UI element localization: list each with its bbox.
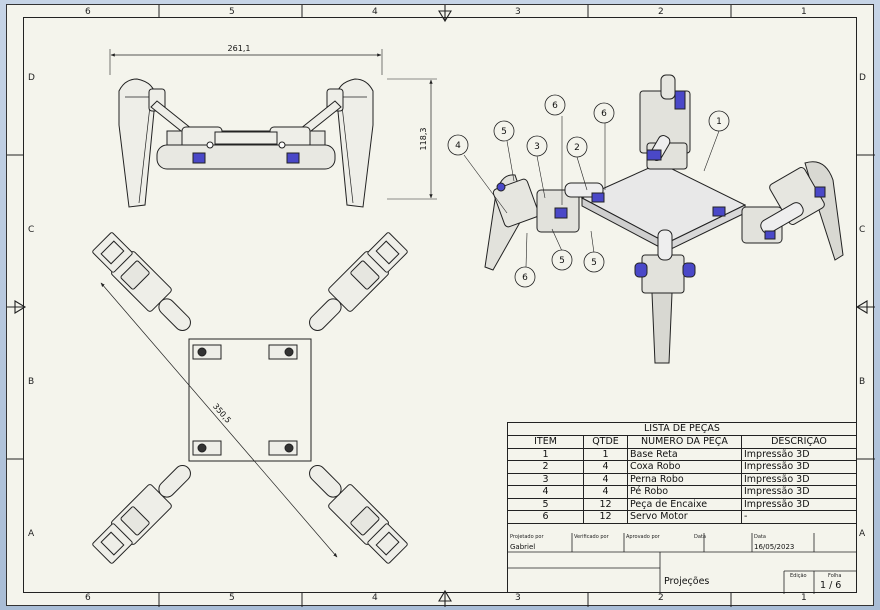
leg-ne [309,232,408,331]
projetado-por-value: Gabriel [510,543,536,551]
cell-item: 4 [508,486,584,498]
drawing-title: Projeções [664,576,710,587]
center-arrow-bottom [438,589,452,607]
drawing-frame [23,17,857,593]
zone-right-B: B [859,377,866,387]
zone-bottom-6: 6 [85,593,91,603]
cell-item: 2 [508,461,584,473]
cell-numero: Coxa Robo [628,461,742,473]
balloon-2: 2 [574,143,580,153]
cell-numero: Base Reta [628,448,742,460]
zone-bottom-5: 5 [229,593,235,603]
balloon-4: 4 [455,141,461,151]
header-item: ITEM [508,436,584,448]
cell-qtde: 1 [584,448,628,460]
data-label-2: Data [754,534,766,540]
zone-left-D: D [28,73,35,83]
sheet-border-marks [7,5,875,607]
zone-top-1: 1 [801,7,807,17]
dim-height-label: 118,3 [419,128,428,151]
cell-qtde: 4 [584,473,628,485]
title-block-lines [508,533,856,594]
dim-width-label: 261,1 [228,44,251,53]
parts-list-table: LISTA DE PEÇAS ITEM QTDE NÚMERO DA PEÇA … [507,422,857,594]
cell-numero: Perna Robo [628,473,742,485]
zone-top-5: 5 [229,7,235,17]
zone-left-B: B [28,377,35,387]
cell-descricao: Impressão 3D [744,448,810,460]
balloon-6b: 6 [552,101,558,111]
cell-qtde: 12 [584,498,628,510]
aprovado-por-label: Aprovado por [626,534,660,540]
table-row: 6 12 Servo Motor - [508,511,856,524]
balloon-labels: 1 2 3 4 5 5 5 6 6 6 [455,101,722,283]
cell-descricao: Impressão 3D [744,486,810,497]
cell-descricao: Impressão 3D [744,473,810,485]
drawing-sheet: 6 5 4 3 2 1 6 5 4 3 2 1 D C B A D C B A [6,4,875,607]
leg-nw [92,232,191,331]
table-row: 1 1 Base Reta Impressão 3D [508,448,856,461]
projetado-por-label: Projetado por [510,534,544,540]
edicao-label: Edição [790,573,807,579]
zone-top-2: 2 [658,7,664,17]
folha-value: 1 / 6 [820,580,842,591]
center-arrow-left [7,300,27,314]
table-row: 2 4 Coxa Robo Impressão 3D [508,461,856,474]
cell-item: 1 [508,448,584,460]
table-row: 3 4 Perna Robo Impressão 3D [508,473,856,486]
balloon-1: 1 [716,117,722,127]
data-value: 16/05/2023 [754,543,795,551]
cell-numero: Pé Robo [628,486,742,498]
zone-bottom-2: 2 [658,593,664,603]
zone-bottom-3: 3 [515,593,521,603]
zone-left-C: C [28,225,35,235]
zone-bottom-4: 4 [372,593,378,603]
front-view [109,49,437,208]
leg-se [309,465,408,564]
table-row: 4 4 Pé Robo Impressão 3D [508,486,856,499]
title-block: Projetado por Gabriel Verificado por Apr… [508,533,856,594]
zone-right-C: C [859,225,866,235]
zone-top-6: 6 [85,7,91,17]
cell-qtde: 12 [584,511,628,523]
zone-left-A: A [28,529,35,539]
cell-descricao: Impressão 3D [744,498,810,510]
center-arrow-right [855,300,875,314]
header-qtde: QTDE [584,436,628,448]
zone-right-D: D [859,73,866,83]
cell-item: 5 [508,498,584,510]
parts-list-header: ITEM QTDE NÚMERO DA PEÇA DESCRIÇÃO [508,436,856,449]
balloon-5a: 5 [501,127,507,137]
zone-bottom-1: 1 [801,593,807,603]
data-label-1: Data [694,534,706,540]
zone-top-3: 3 [515,7,521,17]
cell-descricao: - [744,511,748,522]
cell-numero: Peça de Encaixe [628,498,742,510]
balloon-5b: 5 [559,256,565,266]
balloon-6a: 6 [522,273,528,283]
drawing-views: 261,1 118,3 [92,44,844,564]
folha-label: Folha [828,573,842,579]
center-arrow-top [438,5,452,23]
balloon-6c: 6 [601,109,607,119]
isometric-view [484,74,844,364]
cell-numero: Servo Motor [628,511,742,523]
cell-descricao: Impressão 3D [744,461,810,472]
cell-qtde: 4 [584,486,628,498]
header-descricao: DESCRIÇÃO [771,436,827,447]
top-view [92,232,408,564]
cell-qtde: 4 [584,461,628,473]
zone-top-4: 4 [372,7,378,17]
cell-item: 3 [508,473,584,485]
balloon-5c: 5 [591,258,597,268]
header-numero: NÚMERO DA PEÇA [628,436,742,448]
balloon-3: 3 [534,142,540,152]
verificado-por-label: Verificado por [574,534,609,540]
leg-sw [92,465,191,564]
balloons [447,94,730,288]
cell-item: 6 [508,511,584,523]
table-row: 5 12 Peça de Encaixe Impressão 3D [508,498,856,511]
parts-list-title: LISTA DE PEÇAS [508,423,856,436]
zone-right-A: A [859,529,866,539]
